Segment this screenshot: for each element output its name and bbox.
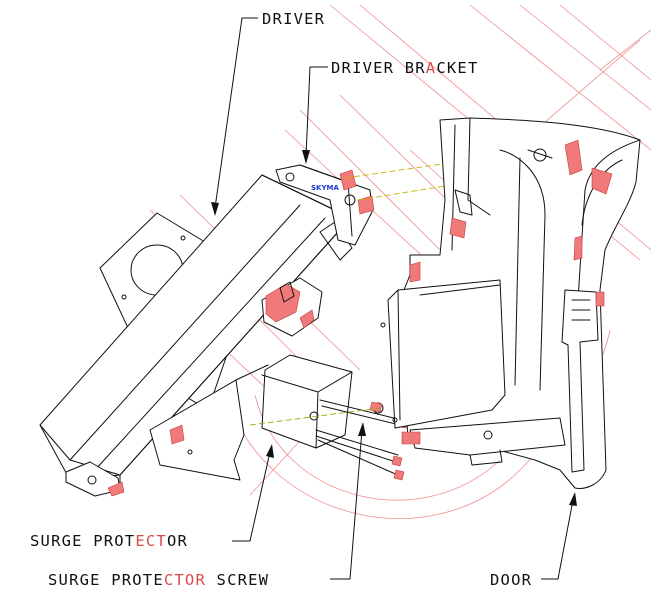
part-marking: SKYMA bbox=[311, 184, 340, 192]
door bbox=[380, 117, 641, 489]
leader-lines bbox=[211, 17, 577, 580]
callout-surge-protector: SURGE PROTECTOR bbox=[30, 532, 188, 550]
callout-door: DOOR bbox=[490, 571, 532, 589]
callout-driver: DRIVER bbox=[262, 10, 325, 28]
driver bbox=[39, 174, 353, 497]
callout-driver-bracket: DRIVER BRACKET bbox=[331, 59, 478, 77]
callout-surge-protector-screw: SURGE PROTECTOR SCREW bbox=[48, 571, 269, 589]
surge-protector bbox=[261, 354, 409, 481]
driver-bracket: SKYMA bbox=[275, 164, 375, 246]
